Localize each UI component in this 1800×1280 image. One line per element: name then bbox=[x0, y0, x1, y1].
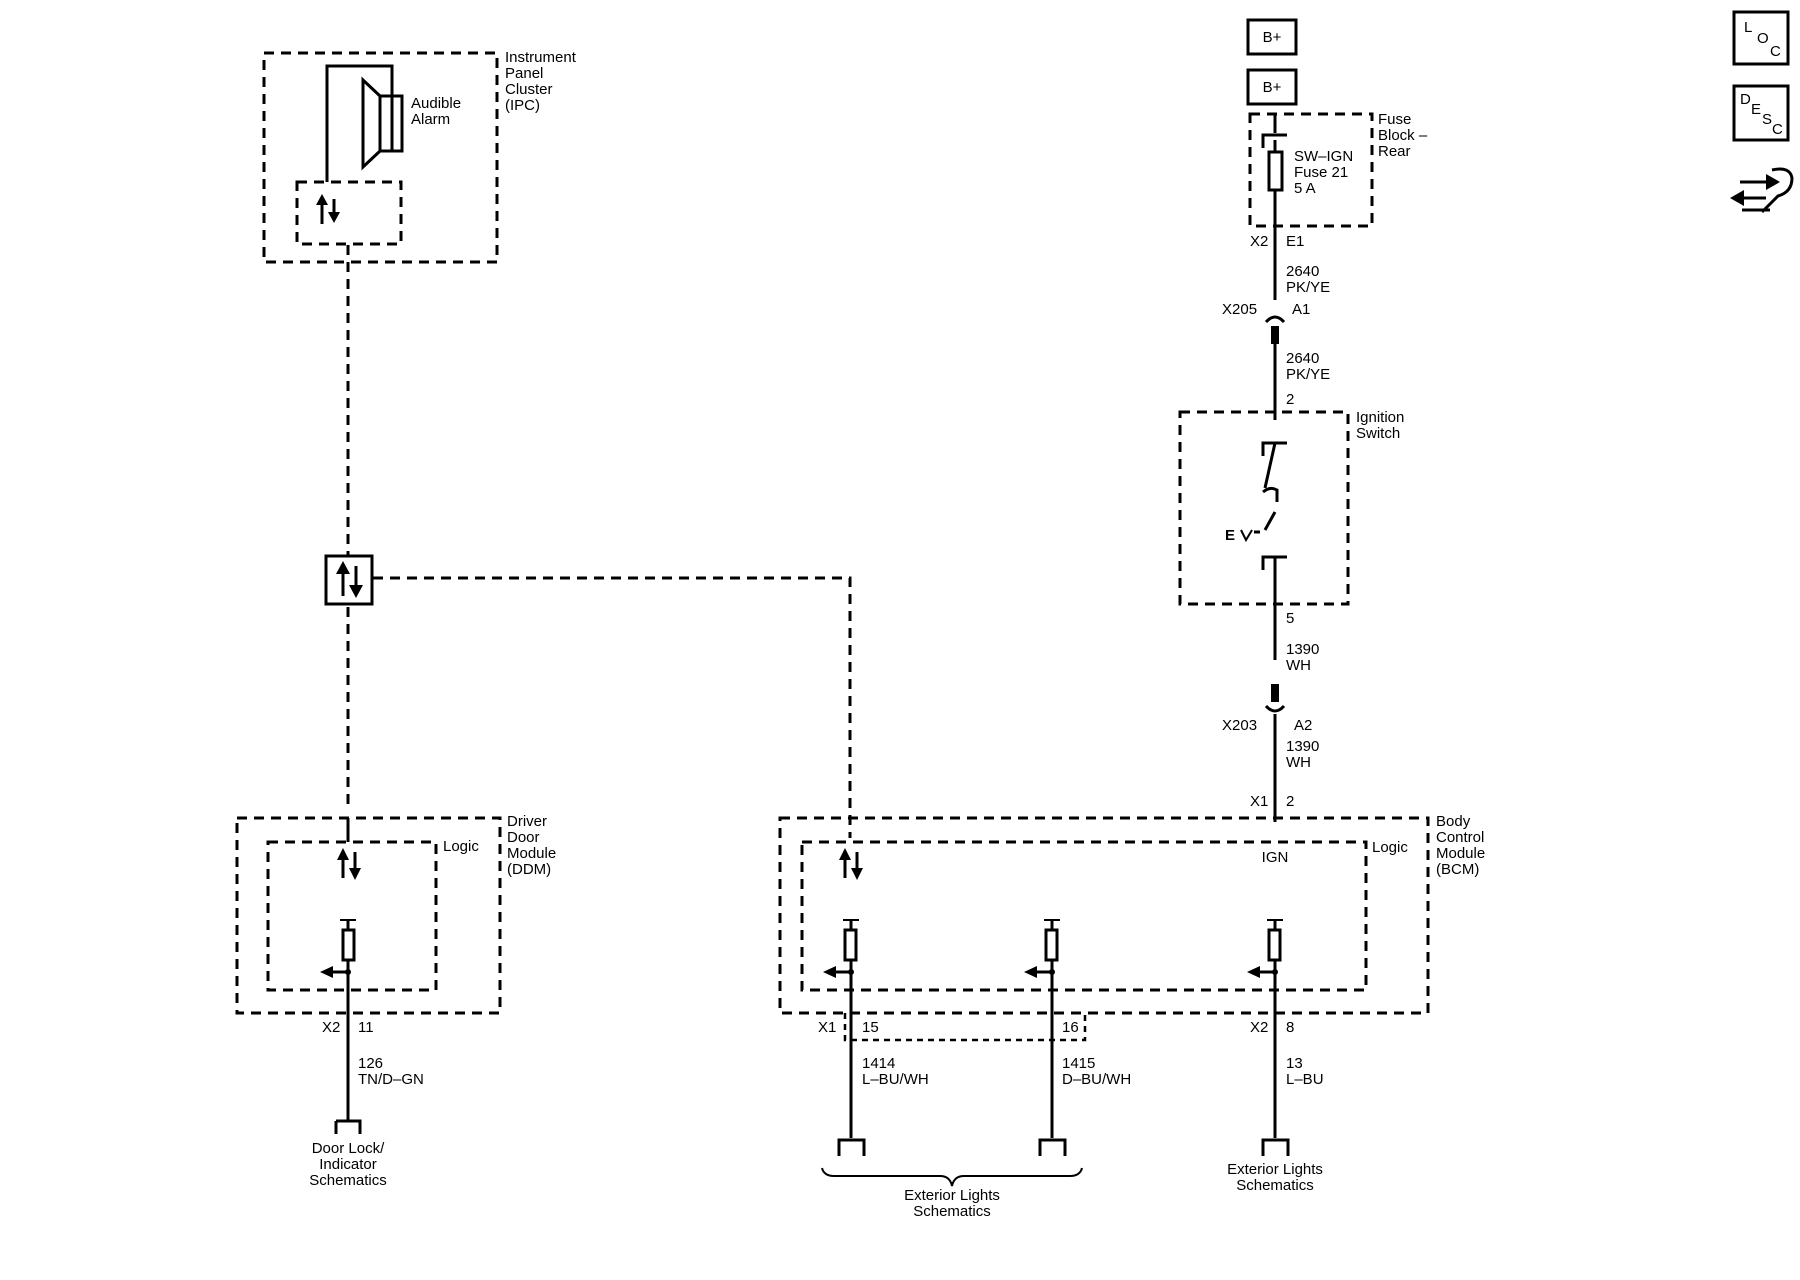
ignition-switch[interactable]: E Ignition Switch bbox=[1178, 409, 1404, 660]
bcm-logic-label: Logic bbox=[1372, 839, 1408, 856]
battery-positive-label-box bbox=[1246, 18, 1298, 56]
wire-1390-color-b: WH bbox=[1286, 754, 1311, 771]
ipc-module[interactable]: Instrument Panel Cluster (IPC) Audible A… bbox=[262, 49, 577, 264]
fuse-block-label-2: Block – bbox=[1378, 127, 1428, 144]
connector-x205 bbox=[1264, 315, 1286, 420]
ddm-label-1: Driver bbox=[507, 813, 547, 830]
wire-1390-num-b: 1390 bbox=[1286, 738, 1319, 755]
wire-126-color: TN/D–GN bbox=[358, 1071, 424, 1088]
conn-x1-ign-label: X1 bbox=[1250, 793, 1268, 810]
bcm-label-3: Module bbox=[1436, 845, 1485, 862]
desc-letter-s: S bbox=[1762, 111, 1772, 128]
ignition-key-icon: E bbox=[1225, 527, 1235, 544]
fuse-label-3: 5 A bbox=[1294, 180, 1316, 197]
serial-data-icon bbox=[316, 194, 340, 224]
loc-button[interactable]: L O C bbox=[1732, 10, 1790, 66]
fuse-icon bbox=[1267, 150, 1284, 192]
wire-1415-num: 1415 bbox=[1062, 1055, 1095, 1072]
battery-positive-label-2: B+ bbox=[1263, 79, 1282, 96]
bcm-conn-x1-label: X1 bbox=[818, 1019, 836, 1036]
wire-2640-color-b: PK/YE bbox=[1286, 366, 1330, 383]
fuse-block-label-1: Fuse bbox=[1378, 111, 1411, 128]
bcm-pin-15-label: 15 bbox=[862, 1019, 879, 1036]
ddm-label-2: Door bbox=[507, 829, 540, 846]
serial-data-splice-icon bbox=[324, 554, 374, 606]
ipc-label-3: Cluster bbox=[505, 81, 553, 98]
wire-2640-num-a: 2640 bbox=[1286, 263, 1319, 280]
fuse-block-label-3: Rear bbox=[1378, 143, 1411, 160]
ddm-label-4: (DDM) bbox=[507, 861, 551, 878]
ddm-label-3: Module bbox=[507, 845, 556, 862]
audible-alarm-icon bbox=[361, 76, 404, 171]
ddm-conn-x2-label: X2 bbox=[322, 1019, 340, 1036]
ext-lights-ref-b-2[interactable]: Schematics bbox=[1236, 1177, 1314, 1194]
pin-e1-label: E1 bbox=[1286, 233, 1304, 250]
navigation-arrows-icon[interactable] bbox=[1730, 167, 1794, 214]
loc-letter-c: C bbox=[1770, 43, 1781, 60]
wire-1415-color: D–BU/WH bbox=[1062, 1071, 1131, 1088]
ref-terminal-ext-b bbox=[1261, 1138, 1290, 1156]
battery-positive-label-box-2 bbox=[1246, 68, 1298, 106]
bcm-pin-8-label: 8 bbox=[1286, 1019, 1294, 1036]
serial-data-network bbox=[324, 245, 852, 838]
ddm-module[interactable]: Driver Door Module (DDM) Logic bbox=[235, 813, 556, 1134]
alarm-label-2: Alarm bbox=[411, 111, 450, 128]
desc-letter-d: D bbox=[1740, 91, 1751, 108]
alarm-label-1: Audible bbox=[411, 95, 461, 112]
bcm-module[interactable]: IGN Logic Body Control Module (BCM) bbox=[778, 813, 1485, 1138]
bcm-label-1: Body bbox=[1436, 813, 1471, 830]
pin-2-ign-label: 2 bbox=[1286, 793, 1294, 810]
ignition-switch-label-2: Switch bbox=[1356, 425, 1400, 442]
desc-letter-e: E bbox=[1751, 101, 1761, 118]
ipc-label-1: Instrument bbox=[505, 49, 577, 66]
ext-lights-ref-a-1[interactable]: Exterior Lights bbox=[904, 1187, 1000, 1204]
wire-126-num: 126 bbox=[358, 1055, 383, 1072]
ipc-label-2: Panel bbox=[505, 65, 543, 82]
ign-pin-5-label: 5 bbox=[1286, 610, 1294, 627]
wire-2640-color-a: PK/YE bbox=[1286, 279, 1330, 296]
fuse-label-1: SW–IGN bbox=[1294, 148, 1353, 165]
ddm-logic-label: Logic bbox=[443, 838, 479, 855]
door-lock-ref-2[interactable]: Indicator bbox=[319, 1156, 377, 1173]
wire-1414-num: 1414 bbox=[862, 1055, 895, 1072]
ext-lights-ref-a-2[interactable]: Schematics bbox=[913, 1203, 991, 1220]
door-lock-ref-1[interactable]: Door Lock/ bbox=[312, 1140, 385, 1157]
ignition-switch-label-1: Ignition bbox=[1356, 409, 1404, 426]
bcm-label-4: (BCM) bbox=[1436, 861, 1479, 878]
ipc-label-4: (IPC) bbox=[505, 97, 540, 114]
conn-x2-label: X2 bbox=[1250, 233, 1268, 250]
bcm-label-2: Control bbox=[1436, 829, 1484, 846]
pin-a1-label: A1 bbox=[1292, 301, 1310, 318]
pin-a2-label: A2 bbox=[1294, 717, 1312, 734]
bcm-conn-x2-label: X2 bbox=[1250, 1019, 1268, 1036]
desc-letter-c: C bbox=[1772, 121, 1783, 138]
wire-13-color: L–BU bbox=[1286, 1071, 1324, 1088]
fuse-label-2: Fuse 21 bbox=[1294, 164, 1348, 181]
ign-pin-2-label: 2 bbox=[1286, 391, 1294, 408]
ddm-pin-11-label: 11 bbox=[358, 1019, 374, 1036]
conn-x205-label: X205 bbox=[1222, 301, 1257, 318]
connector-x203 bbox=[1264, 684, 1286, 822]
door-lock-ref-3[interactable]: Schematics bbox=[309, 1172, 387, 1189]
wire-1390-color-a: WH bbox=[1286, 657, 1311, 674]
bcm-pin-16-label: 16 bbox=[1062, 1019, 1079, 1036]
battery-positive-label-1: B+ bbox=[1263, 29, 1282, 46]
fuse-block-rear[interactable]: Fuse Block – Rear SW–IGN Fuse 21 5 A bbox=[1248, 111, 1428, 300]
conn-x203-label: X203 bbox=[1222, 717, 1257, 734]
bcm-ign-label: IGN bbox=[1262, 849, 1289, 866]
ref-terminal-ext-a bbox=[821, 1138, 1083, 1187]
power-supply: B+ B+ bbox=[1246, 18, 1298, 106]
wire-2640-num-b: 2640 bbox=[1286, 350, 1319, 367]
loc-letter-l: L bbox=[1744, 19, 1752, 36]
ext-lights-ref-b-1[interactable]: Exterior Lights bbox=[1227, 1161, 1323, 1178]
loc-letter-o: O bbox=[1757, 30, 1769, 47]
desc-button[interactable]: D E S C bbox=[1732, 84, 1790, 142]
wire-13-num: 13 bbox=[1286, 1055, 1303, 1072]
wire-1390-num-a: 1390 bbox=[1286, 641, 1319, 658]
wire-1414-color: L–BU/WH bbox=[862, 1071, 929, 1088]
